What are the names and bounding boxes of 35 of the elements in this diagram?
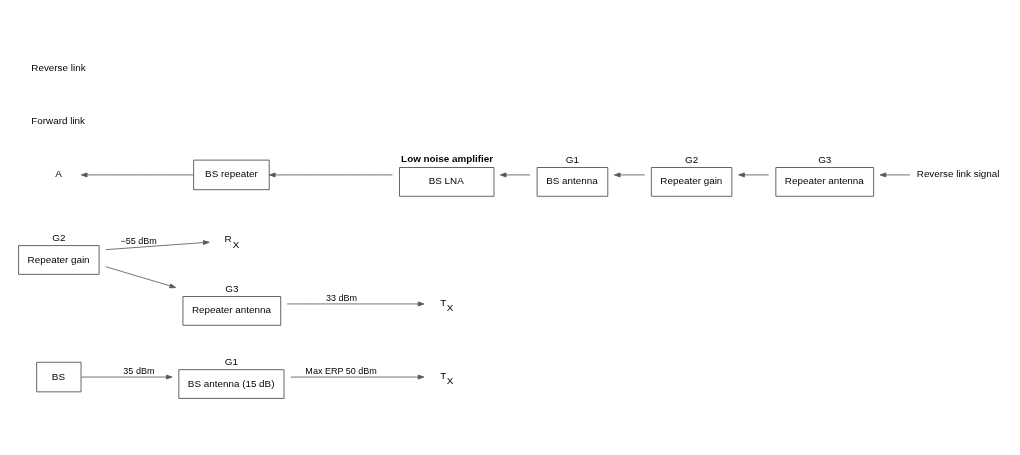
node-box: Repeater gain bbox=[18, 245, 100, 275]
arrow bbox=[499, 172, 531, 178]
node-box: BS repeater bbox=[193, 159, 270, 191]
node-label: G3 bbox=[225, 283, 239, 295]
node-label: G1 bbox=[565, 154, 580, 166]
arrow bbox=[613, 172, 646, 178]
edge-label: 33 dBm bbox=[325, 293, 357, 304]
arrow bbox=[879, 172, 911, 178]
node-box: Repeater gain bbox=[650, 167, 733, 197]
node-text: Reverse link signal bbox=[916, 168, 1000, 180]
node-box: Repeater antenna bbox=[775, 167, 875, 197]
node-label: G2 bbox=[685, 154, 699, 166]
node-box: BS LNA bbox=[399, 167, 495, 197]
arrow bbox=[105, 266, 177, 289]
node-label: G2 bbox=[52, 232, 66, 244]
node-label: Low noise amplifier bbox=[401, 153, 494, 165]
node-box: Repeater antenna bbox=[182, 296, 282, 326]
edge-label: Max ERP 50 dBm bbox=[305, 366, 377, 377]
arrow bbox=[80, 374, 173, 380]
arrow bbox=[105, 240, 210, 251]
edge-label: 35 dBm bbox=[123, 366, 155, 377]
node-box: BS antenna bbox=[536, 167, 609, 197]
arrow bbox=[290, 374, 425, 380]
label: Reverse link bbox=[31, 61, 86, 73]
node-label: G3 bbox=[818, 154, 832, 166]
node-text: A bbox=[55, 168, 62, 180]
arrow bbox=[286, 301, 425, 307]
label: Forward link bbox=[31, 115, 86, 127]
node-box: BS antenna (15 dB) bbox=[178, 369, 285, 399]
edge-label: −55 dBm bbox=[120, 235, 157, 246]
node-label: G1 bbox=[224, 356, 239, 368]
arrow bbox=[738, 172, 770, 178]
arrow bbox=[268, 172, 393, 178]
node-box: BS bbox=[36, 361, 82, 393]
arrow bbox=[80, 172, 194, 178]
